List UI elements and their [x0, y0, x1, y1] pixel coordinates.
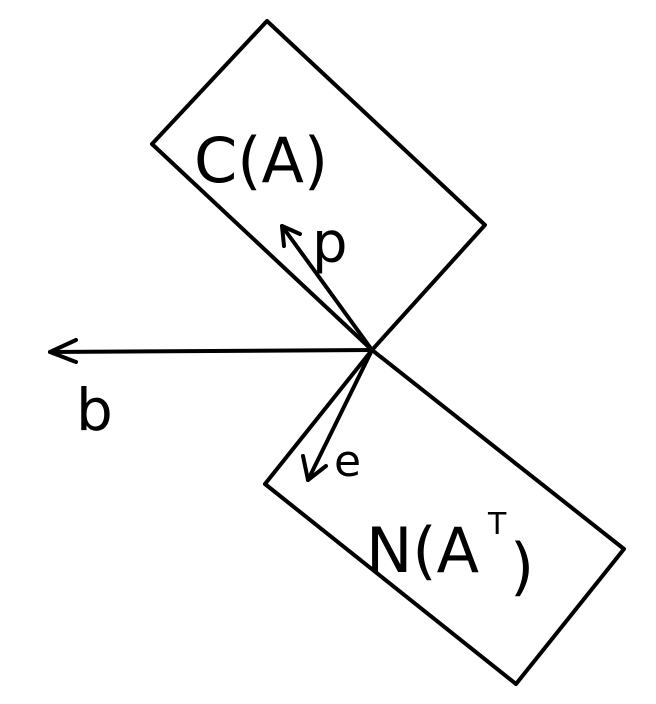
column-space-label: C(A) — [194, 124, 328, 197]
left-null-space-plane — [263, 348, 626, 686]
left-null-space-label: N(A — [366, 514, 479, 587]
left-null-space-superscript: T — [487, 507, 507, 542]
column-space-plane — [150, 19, 487, 352]
vector-e-arrow — [301, 348, 374, 482]
vector-b-label: b — [76, 376, 113, 444]
vector-b-arrow — [48, 338, 374, 364]
left-null-space-close-paren: ) — [510, 530, 534, 603]
vector-p-arrow — [280, 224, 374, 352]
vector-e-label: e — [334, 436, 361, 487]
vector-p-label: p — [312, 211, 348, 276]
